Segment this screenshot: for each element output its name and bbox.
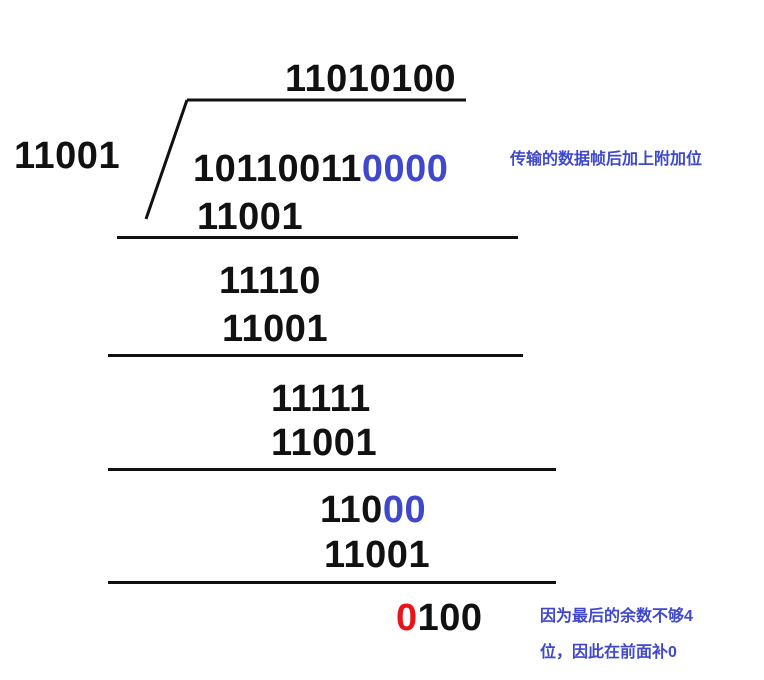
appended-bits-note: 传输的数据帧后加上附加位	[510, 151, 703, 168]
step4-remainder-suffix: 00	[382, 489, 427, 531]
dividend-appended-bits: 0000	[361, 148, 449, 190]
final-remainder: 0100	[396, 599, 483, 637]
padding-note-line1: 因为最后的余数不够4	[540, 608, 693, 625]
step2-remainder: 11110	[219, 260, 321, 302]
dividend-data-bits: 10110011	[193, 148, 362, 190]
padding-note-line2: 位，因此在前面补0	[540, 644, 677, 661]
padded-zero: 0	[396, 597, 418, 639]
step3-subtrahend: 11001	[271, 422, 378, 464]
step2-subtrahend: 11001	[222, 308, 329, 350]
dividend: 101100110000	[193, 150, 448, 188]
step4-remainder: 11000	[320, 491, 426, 529]
step1-subtrahend: 11001	[197, 196, 304, 238]
step4-subtrahend: 11001	[324, 534, 431, 576]
final-remainder-value: 100	[417, 597, 483, 639]
step3-remainder: 11111	[271, 378, 371, 420]
step1-line	[117, 236, 518, 239]
divisor: 11001	[14, 135, 121, 177]
step4-remainder-prefix: 110	[320, 489, 383, 531]
quotient: 11010100	[285, 58, 456, 100]
step3-line	[108, 468, 556, 471]
step2-line	[108, 354, 523, 357]
step4-line	[108, 581, 556, 584]
bracket-slash	[144, 99, 189, 220]
